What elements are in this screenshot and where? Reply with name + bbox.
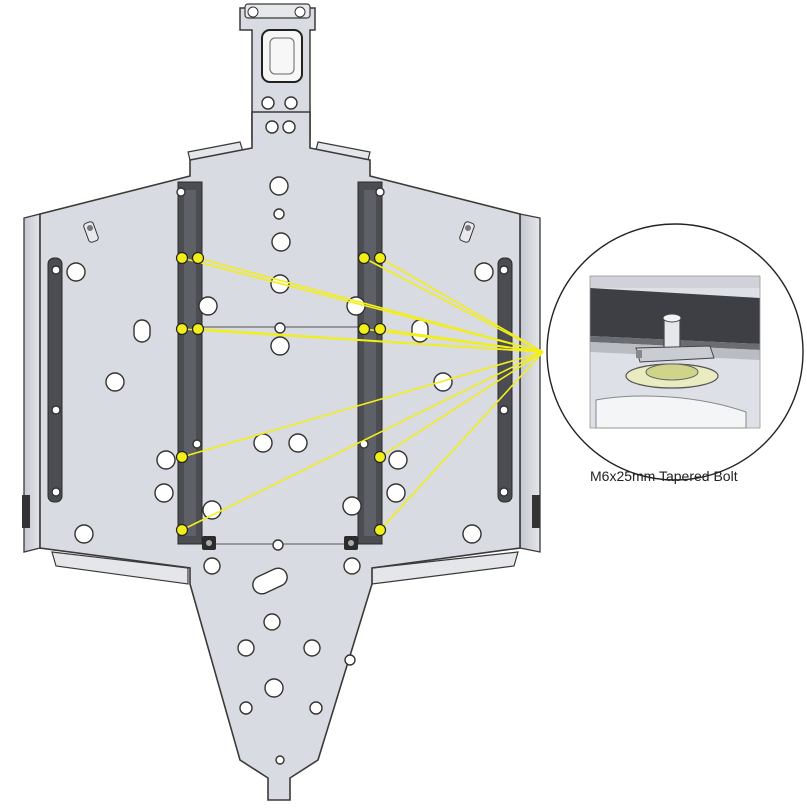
bolt-marker: [373, 450, 387, 464]
hole: [253, 433, 273, 453]
leader-line: [197, 328, 544, 353]
bottom-left-strip: [51, 551, 189, 585]
hole: [105, 372, 125, 392]
hole: [284, 96, 298, 110]
leader-line: [181, 351, 544, 458]
tapered-bolt-markers: [175, 251, 387, 537]
top-tab: [239, 3, 316, 141]
hole: [386, 483, 406, 503]
hole: [192, 439, 202, 449]
hole: [203, 557, 221, 575]
right-inner-rail: [357, 181, 383, 545]
hole: [499, 487, 509, 497]
hole: [154, 483, 174, 503]
hole: [237, 639, 255, 657]
left-side-flange: [22, 213, 41, 553]
hole: [499, 405, 509, 415]
hole: [342, 496, 362, 516]
left-outer-rail: [47, 257, 63, 503]
hole: [273, 208, 285, 220]
hole: [388, 450, 408, 470]
hole: [51, 487, 61, 497]
hole: [433, 372, 453, 392]
right-side-flange: [519, 213, 541, 553]
left-inner-rail: [177, 181, 203, 545]
hole: [51, 265, 61, 275]
hole: [343, 557, 361, 575]
hole: [344, 654, 356, 666]
right-outer-rail: [497, 257, 513, 503]
hole: [198, 296, 218, 316]
hole: [239, 701, 253, 715]
bolt-marker: [191, 322, 205, 336]
bolt-marker: [373, 251, 387, 265]
hole: [264, 678, 284, 698]
rail-end-caps: [202, 536, 358, 550]
hole: [375, 187, 385, 197]
plate-holes: [51, 96, 509, 765]
hole: [66, 262, 86, 282]
bolt-marker: [357, 251, 371, 265]
leader-line: [197, 257, 544, 353]
hole: [270, 336, 290, 356]
bolt-marker: [373, 523, 387, 537]
hole: [202, 500, 222, 520]
leader-line: [379, 328, 544, 353]
hole: [269, 176, 289, 196]
hole: [275, 755, 285, 765]
leader-line: [181, 351, 544, 531]
bolt-marker: [191, 251, 205, 265]
bolt-marker: [357, 322, 371, 336]
bolt-marker: [175, 251, 189, 265]
leader-line: [363, 257, 544, 353]
bolt-marker: [373, 322, 387, 336]
hole: [51, 405, 61, 415]
hole: [462, 524, 482, 544]
hole: [274, 322, 286, 334]
hole: [303, 639, 321, 657]
leader-line: [379, 257, 544, 353]
main-skid-plate: [39, 111, 521, 801]
hole: [282, 120, 296, 134]
hole: [261, 96, 275, 110]
hole: [288, 433, 308, 453]
hole: [263, 613, 281, 631]
bolt-marker: [175, 523, 189, 537]
left-bracket: [83, 221, 99, 243]
slotted-holes: [133, 319, 429, 595]
hole: [156, 450, 176, 470]
bolt-marker: [175, 450, 189, 464]
hole: [499, 265, 509, 275]
leader-lines: [181, 257, 544, 531]
bolt-marker: [175, 322, 189, 336]
hole: [272, 539, 284, 551]
hole: [474, 262, 494, 282]
bolt-detail-view: [546, 223, 804, 481]
leader-line: [379, 351, 544, 531]
right-bracket: [459, 221, 475, 243]
hole: [176, 187, 186, 197]
hole: [265, 120, 279, 134]
hole: [271, 232, 291, 252]
leader-line: [379, 351, 544, 458]
hole: [74, 524, 94, 544]
bolt-callout-label: M6x25mm Tapered Bolt: [590, 468, 738, 484]
hole: [309, 701, 323, 715]
